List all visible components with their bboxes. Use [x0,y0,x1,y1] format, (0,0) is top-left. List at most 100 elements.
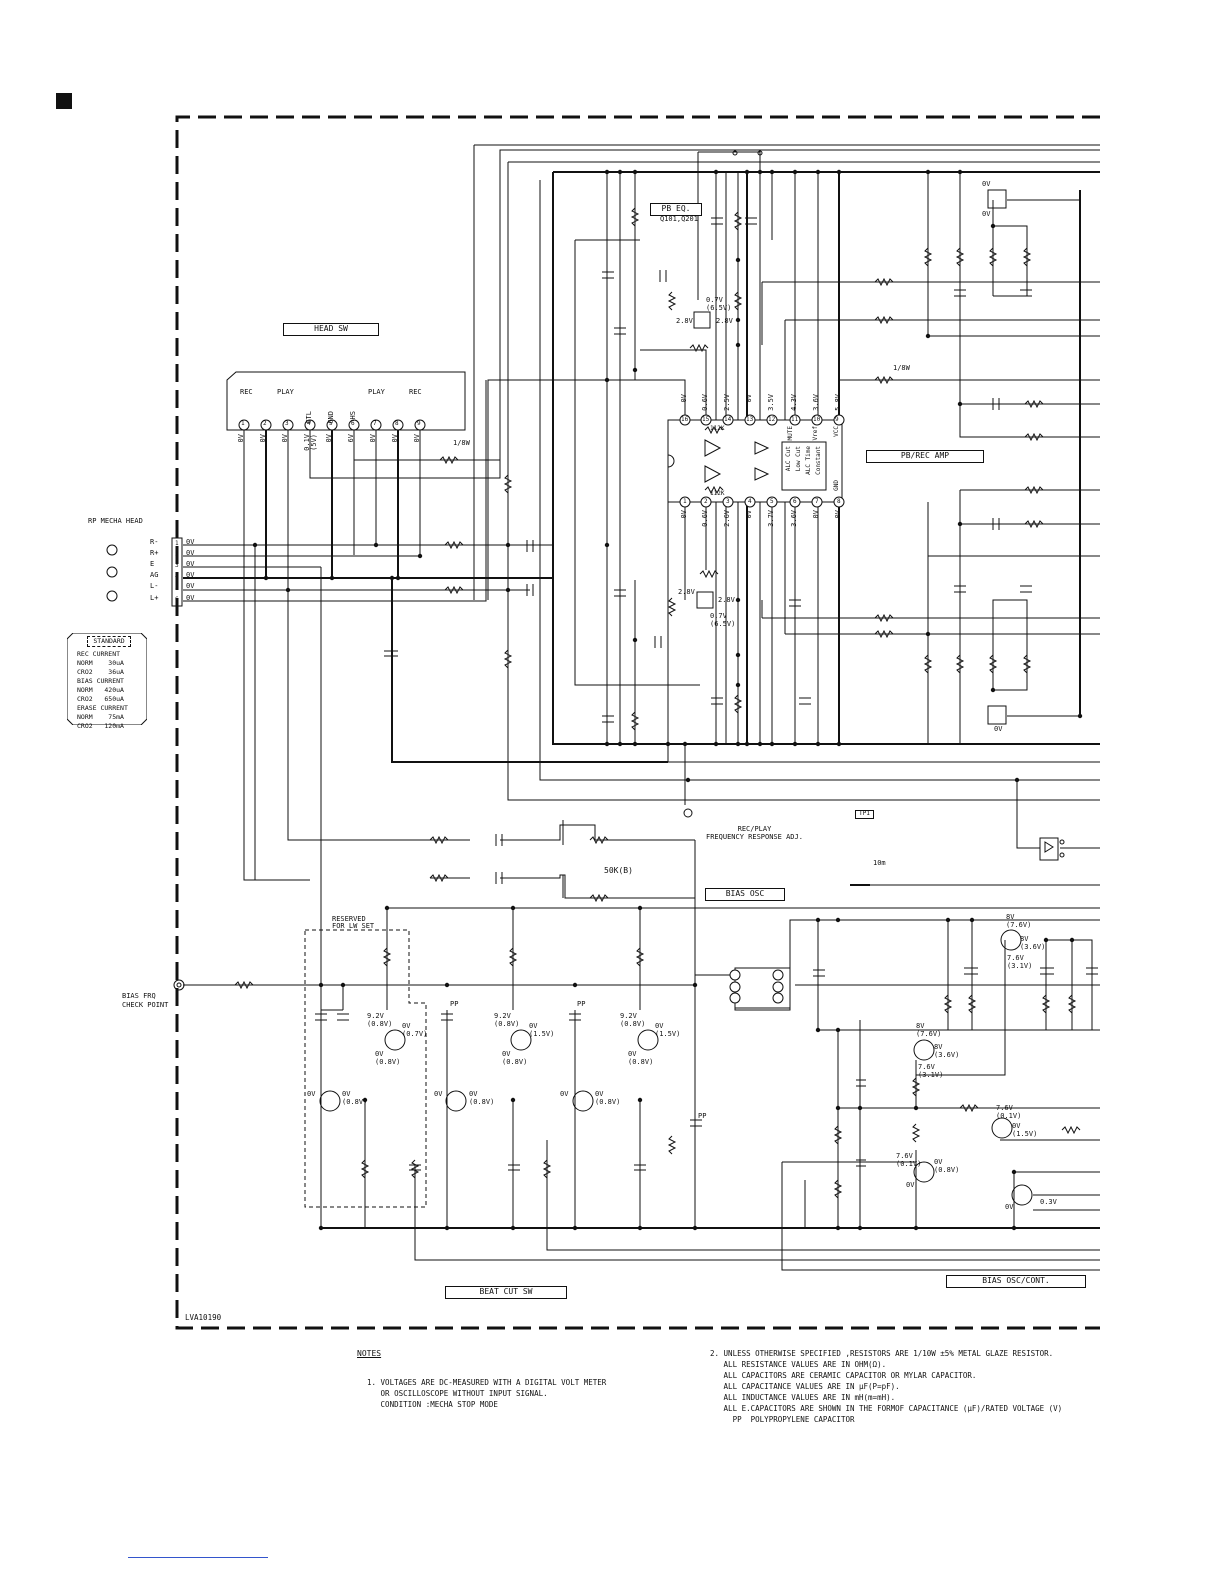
spec-rec-cro2: CRO2 36uA [77,668,124,676]
rec-play-adj-label: REC/PLAY FREQUENCY RESPONSE ADJ. [706,825,803,841]
bias-voltage: 0V (1.5V) [529,1022,555,1038]
res-1-8w-a: 1/8W [453,439,470,447]
ic-top-pin: 10 [813,416,821,423]
ic-top-pin: 14 [724,416,732,423]
osc-voltage: 7.6V (0.1V) [896,1152,922,1168]
pb-eq-sub-label: Q101,Q201 [660,215,698,223]
qr-top-v1: 0V [982,180,991,188]
hs-tag-play-a: PLAY [277,388,294,396]
spec-erase-current: ERASE CURRENT [77,704,128,712]
notes-title: NOTES [357,1349,382,1358]
spec-rec-current: REC CURRENT [77,650,121,658]
ic-bottom-pin: 5 [770,498,774,505]
hc-signal: E [150,560,155,568]
note-2: 2. UNLESS OTHERWISE SPECIFIED ,RESISTORS… [710,1349,1063,1424]
ic-top-pin: 16 [681,416,689,423]
hc-voltage: 0V [186,594,195,602]
ic-gnd: GND [833,480,840,491]
hc-voltage: 0V [186,560,195,568]
ic-112k-bottom: 112K [710,490,725,497]
pp-mark-3: PP [698,1112,707,1120]
hc-pin: 5 [175,584,179,591]
spec-bias-norm: NORM 420uA [77,686,124,694]
pb-eq-label: PB EQ. [650,203,702,216]
ic-top-voltage: 3.5V [767,394,775,411]
ic-top-voltage: 4.3V [790,394,798,411]
osc-voltage: 7.6V (3.1V) [918,1063,944,1079]
ic-bottom-voltage: 3.7V [767,510,775,527]
qpb-top-v1: 0.7V (6.5V) [706,296,732,312]
bias-voltage: 9.2V (0.8V) [620,1012,646,1028]
hs-pin-voltage: 0V [259,434,267,443]
bias-osc-cont-label: BIAS OSC/CONT. [946,1275,1086,1288]
ic-bottom-pin: 8 [837,498,841,505]
hc-signal: R- [150,538,159,546]
osc-voltage: 0.3V [1040,1198,1057,1206]
bias-voltage: 9.2V (0.8V) [494,1012,520,1028]
pp-mark-1: PP [450,1000,459,1008]
bias-osc-label: BIAS OSC [705,888,785,901]
hs-tag-rec-a: REC [240,388,253,396]
ic-low-cut: Low Cut [795,446,802,472]
hs-pin-number: 7 [373,420,377,427]
spec-erase-cro2: CRO2 120mA [77,722,124,730]
hc-signal: R+ [150,549,159,557]
bias-voltage: 0V (0.8V) [628,1050,654,1066]
ic-bottom-voltage: 3.6V [790,510,798,527]
hs-pin-number: 9 [417,420,421,427]
bias-voltage: 0V (0.8V) [342,1090,368,1106]
hs-pin-number: 8 [395,420,399,427]
qpb-bot-v1: 2.8V [678,588,695,596]
qpb-top-v2: 2.8V [676,317,693,325]
hs-tag-play-b: PLAY [368,388,385,396]
ic-bottom-voltage: 0.6V [701,510,709,527]
hc-pin: 4 [175,573,179,580]
ic-top-voltage: 0V [680,394,688,403]
spec-erase-norm: NORM 75mA [77,713,124,721]
hc-voltage: 0V [186,538,195,546]
hc-pin: 2 [175,551,179,558]
reserved-lw-region [304,929,427,1208]
ic-bottom-voltage: 0V [812,510,820,519]
hc-signal: AG [150,571,159,579]
hc-signal: L- [150,582,159,590]
bias-voltage: 0V (1.5V) [655,1022,681,1038]
inductor-label: 10m [873,859,886,867]
bias-voltage: 0V (0.7V) [402,1022,428,1038]
spec-bias-current: BIAS CURRENT [77,677,124,685]
hs-pin-voltage: 0V [391,434,399,443]
res-1-8w-b: 1/8W [893,364,910,372]
bias-voltage: 0V [434,1090,443,1098]
hs-pin-number: 4 [307,420,311,427]
ic-bottom-pin: 6 [793,498,797,505]
qpb-bot-v3: 0.7V (6.5V) [710,612,736,628]
hs-pin-number: 5 [329,420,333,427]
ic-bottom-voltage: 2.6V [723,510,731,527]
qr-top-v2: 0V [982,210,991,218]
pb-rec-amp-label: PB/REC AMP [866,450,984,463]
hs-pin-voltage: 6V [347,434,355,443]
ic-bottom-pin: 3 [726,498,730,505]
osc-voltage: 8V (7.6V) [916,1022,942,1038]
head-sw-label: HEAD SW [283,323,379,336]
pot-50k-label: 50K(B) [604,866,633,875]
tp1-label: TP1 [855,810,874,819]
hs-name-hs: HS [349,411,357,420]
drawing-number: LVA10190 [185,1313,222,1322]
bias-voltage: 0V (0.8V) [375,1050,401,1066]
ic-bottom-pin: 1 [683,498,687,505]
ic-bottom-voltage: 0V [834,510,842,519]
ic-top-pin: 15 [702,416,710,423]
hs-pin-voltage: 0V [237,434,245,443]
bias-voltage: 0V (0.8V) [502,1050,528,1066]
footer-link-underline [128,1557,268,1558]
hc-pin: 3 [175,562,179,569]
hs-tag-rec-b: REC [409,388,422,396]
ic-constant: Constant [815,446,822,475]
ic-top-pin: 12 [768,416,776,423]
bias-voltage: 0V [307,1090,316,1098]
reserved-label: RESERVED FOR LW SET [332,915,375,930]
ic-bottom-pin: 7 [815,498,819,505]
